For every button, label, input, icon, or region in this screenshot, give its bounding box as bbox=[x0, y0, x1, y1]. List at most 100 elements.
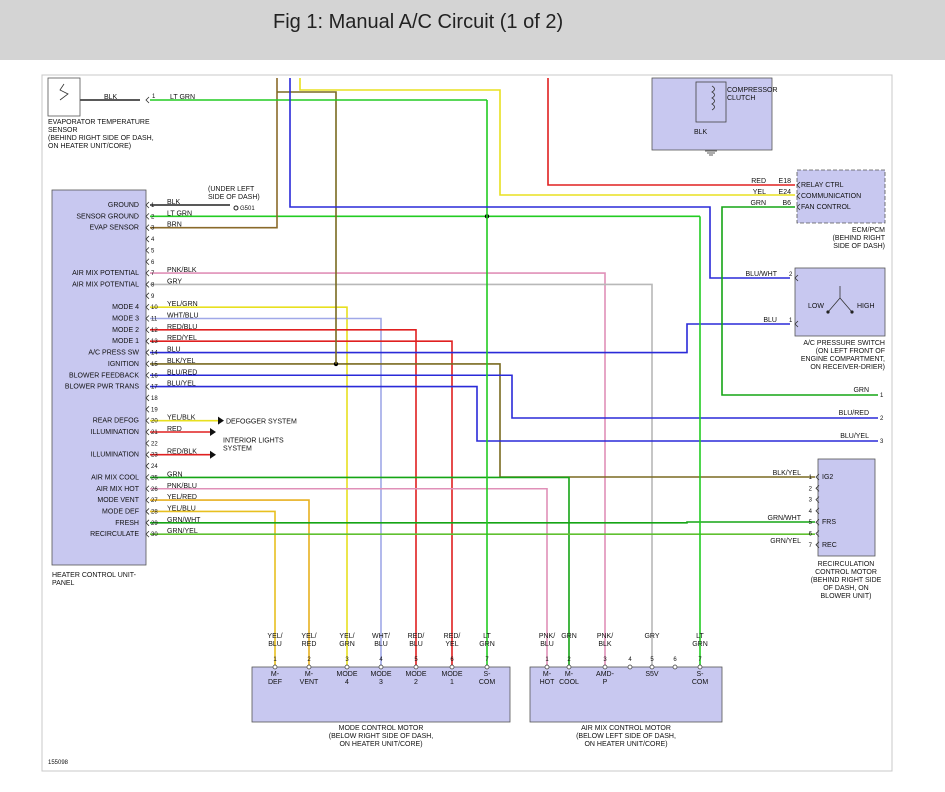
hcu-pin-number: 18 bbox=[151, 396, 158, 402]
hcu-pin-number: 11 bbox=[151, 317, 158, 323]
pressure-switch-symbol bbox=[827, 286, 853, 313]
hcu-pin-label: BLOWER PWR TRANS bbox=[65, 384, 139, 391]
hcu-pin-label: GROUND bbox=[108, 202, 139, 209]
air-motor-pin-wire: GRY bbox=[644, 633, 659, 640]
hcu-pin-number: 21 bbox=[151, 430, 158, 436]
hcu-pin-number: 19 bbox=[151, 407, 158, 413]
hcu-pin-label: MODE DEF bbox=[102, 508, 139, 515]
hcu-pin-connector bbox=[145, 201, 150, 209]
hcu-pin-connector bbox=[145, 337, 150, 345]
hcu-pin-number: 20 bbox=[151, 419, 158, 425]
hcu-pin-connector bbox=[145, 428, 150, 436]
hcu-pin-label: MODE 3 bbox=[112, 316, 139, 323]
hcu-pin-number: 12 bbox=[151, 328, 158, 334]
hcu-pin-number: 2 bbox=[151, 214, 155, 220]
air-motor-pin-label: M-HOT bbox=[540, 671, 556, 686]
recirc-connector bbox=[815, 473, 820, 481]
hcu-pin-number: 17 bbox=[151, 385, 158, 391]
compressor-box bbox=[651, 77, 773, 151]
hcu-pin-connector bbox=[145, 235, 150, 243]
air-motor-pin-number: 1 bbox=[545, 657, 549, 663]
hcu-pin-number: 15 bbox=[151, 362, 158, 368]
hcu-wire-code: RED/BLU bbox=[167, 324, 197, 331]
mode-motor-pin-wire: YEL/RED bbox=[301, 633, 316, 648]
components-layer bbox=[47, 77, 886, 723]
hcu-pin-label: AIR MIX COOL bbox=[91, 474, 139, 481]
mode-motor-pin-number: 3 bbox=[345, 657, 349, 663]
air-motor-pin-number: 4 bbox=[628, 657, 632, 663]
evap-wire-right: LT GRN bbox=[170, 94, 195, 101]
hcu-pin-connector bbox=[145, 371, 150, 379]
wire-blu-wht bbox=[289, 78, 790, 279]
wire-mode-vent bbox=[150, 499, 310, 667]
hcu-pin-connector bbox=[145, 474, 150, 481]
mode-motor-pin-connector bbox=[272, 664, 278, 670]
recirc-pin: 3 bbox=[809, 498, 813, 504]
ecm-wire-code: YEL bbox=[753, 189, 766, 196]
wire-relay-ctrl bbox=[547, 78, 795, 186]
mode-motor-box bbox=[251, 666, 511, 723]
air-motor-pin-connector bbox=[544, 664, 550, 670]
mode-motor-pin-wire: YEL/GRN bbox=[339, 633, 355, 648]
hcu-wire-code: GRN bbox=[167, 471, 183, 478]
hcu-pin-number: 9 bbox=[151, 294, 155, 300]
wire-evap-sensor bbox=[150, 78, 278, 229]
hcu-pin-label: ILLUMINATION bbox=[91, 452, 140, 459]
air-motor-box bbox=[529, 666, 723, 723]
mode-motor-pin-number: 1 bbox=[273, 657, 277, 663]
hcu-pin-connector bbox=[145, 281, 150, 288]
hcu-pin-connector bbox=[145, 462, 150, 470]
wire-blower-feedback bbox=[150, 374, 878, 419]
evap-wire-left: BLK bbox=[104, 94, 118, 101]
hcu-wire-code: WHT/BLU bbox=[167, 313, 199, 320]
mode-motor-pin-connector bbox=[413, 664, 419, 670]
hcu-pin-connector bbox=[145, 440, 150, 447]
wire-fan-control bbox=[721, 206, 878, 396]
hcu-pin-label: AIR MIX POTENTIAL bbox=[72, 281, 139, 288]
hcu-wire-code: BLU/YEL bbox=[167, 381, 196, 388]
hcu-pin-label: RECIRCULATE bbox=[90, 531, 139, 538]
hcu-pin-label: AIR MIX HOT bbox=[96, 486, 140, 493]
ac-switch-low: LOW bbox=[808, 303, 824, 310]
wire-air-mix-potential-1 bbox=[150, 272, 606, 667]
wire-air-mix-potential-2 bbox=[150, 283, 653, 667]
hcu-wire-code: YEL/BLK bbox=[167, 415, 196, 422]
offpage-number: 2 bbox=[880, 416, 884, 422]
air-motor-pin-number: 2 bbox=[567, 657, 571, 663]
recirc-motor-box bbox=[817, 458, 876, 557]
hcu-pin-connector bbox=[145, 530, 150, 538]
hcu-pin-number: 24 bbox=[151, 464, 158, 470]
hcu-pin-connector bbox=[145, 383, 150, 390]
hcu-pin-number: 14 bbox=[151, 351, 158, 357]
offpage-wire: BLU/YEL bbox=[840, 433, 869, 440]
header-bar: Fig 1: Manual A/C Circuit (1 of 2) bbox=[0, 0, 945, 60]
hcu-pin-number: 25 bbox=[151, 475, 158, 481]
wire-mode-3 bbox=[150, 317, 382, 667]
offpage-number: 3 bbox=[880, 439, 884, 445]
figure-title: Fig 1: Manual A/C Circuit (1 of 2) bbox=[273, 11, 564, 33]
ecm-pin: E24 bbox=[779, 189, 792, 196]
ac-switch-wire: BLU bbox=[763, 317, 777, 324]
air-motor-pin-number: 7 bbox=[698, 657, 702, 663]
recirc-label: REC bbox=[822, 542, 837, 549]
ac-switch-pin: 1 bbox=[789, 318, 793, 324]
hcu-pin-number: 8 bbox=[151, 282, 155, 288]
mode-motor-pin-connector bbox=[378, 664, 384, 670]
air-motor-pin-connector bbox=[602, 664, 608, 670]
hcu-pin-number: 30 bbox=[151, 532, 158, 538]
hcu-wire-code: BLU bbox=[167, 347, 181, 354]
wire-blower-pwr-trans bbox=[150, 385, 878, 442]
hcu-pin-connector bbox=[145, 519, 150, 527]
hcu-pin-label: BLOWER FEEDBACK bbox=[69, 372, 139, 379]
ecm-row-label: FAN CONTROL bbox=[801, 204, 851, 211]
ac-switch-pin: 2 bbox=[789, 272, 793, 278]
air-motor-pin-connector bbox=[672, 664, 678, 670]
hcu-pin-number: 7 bbox=[151, 271, 155, 277]
hcu-wire-code: YEL/GRN bbox=[167, 301, 198, 308]
hcu-pin-label: ILLUMINATION bbox=[91, 429, 140, 436]
